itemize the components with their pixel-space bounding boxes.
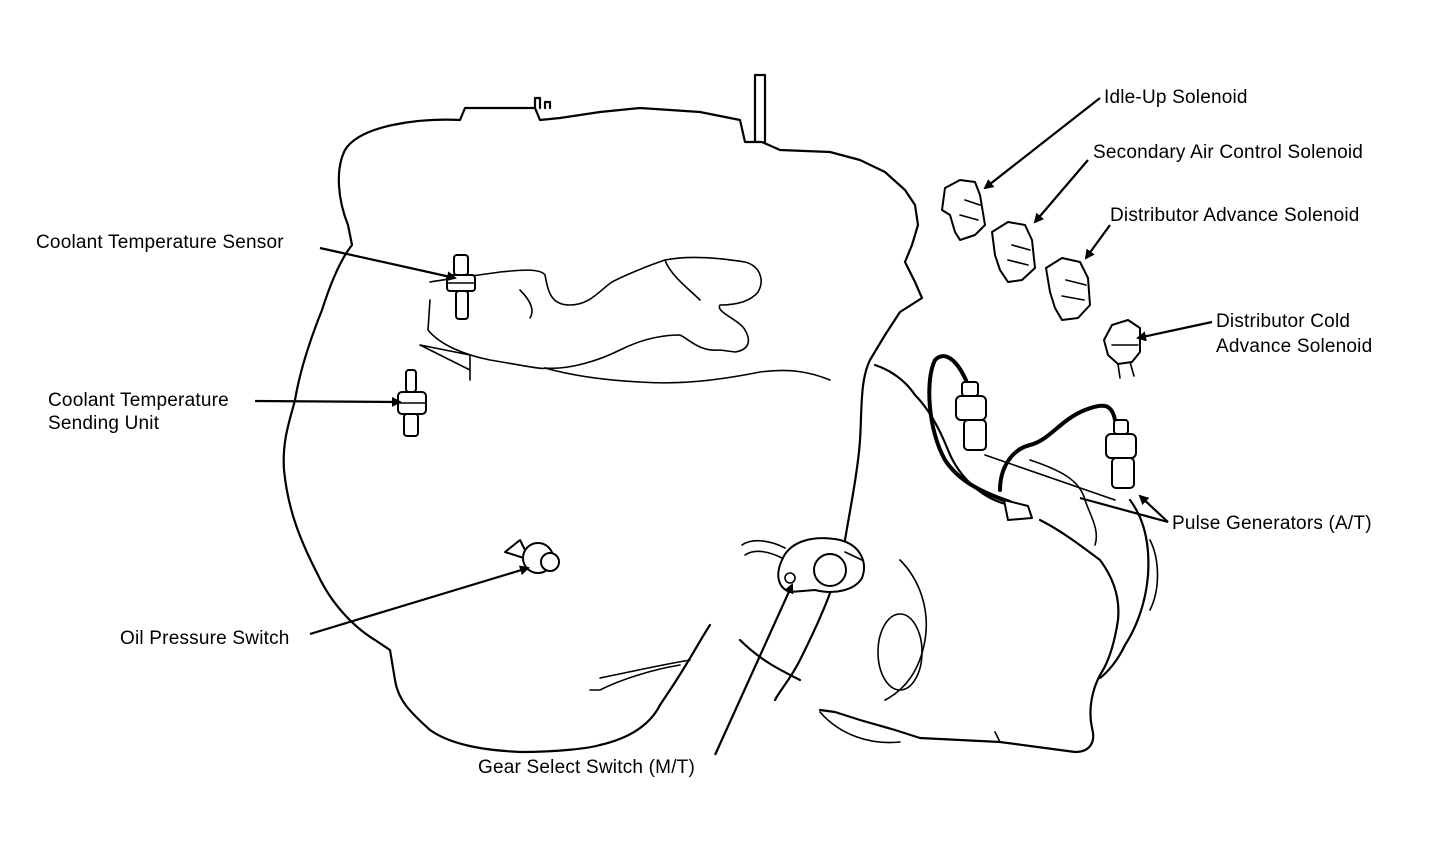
oil-pressure-switch bbox=[504, 539, 560, 574]
coolant-sending-unit-label-line1: Coolant Temperature bbox=[48, 390, 229, 411]
coolant-temperature-sensor-label: Coolant Temperature Sensor bbox=[36, 232, 284, 253]
coolant-temperature-sensor bbox=[446, 254, 476, 320]
coolant-sending-unit-label-line2: Sending Unit bbox=[48, 413, 160, 434]
idle-up-solenoid-label: Idle-Up Solenoid bbox=[1104, 87, 1248, 108]
oil-pressure-switch-label: Oil Pressure Switch bbox=[120, 628, 290, 649]
distributor-cold-advance-solenoid bbox=[1103, 319, 1141, 379]
distributor-advance-solenoid-label: Distributor Advance Solenoid bbox=[1110, 205, 1360, 226]
gear-select-switch-label: Gear Select Switch (M/T) bbox=[478, 757, 696, 778]
distributor-cold-label-line2: Advance Solenoid bbox=[1216, 336, 1373, 357]
secondary-air-control-solenoid-label: Secondary Air Control Solenoid bbox=[1093, 142, 1364, 163]
leader-lines bbox=[254, 97, 1213, 756]
gear-select-switch bbox=[741, 537, 865, 593]
distributor-cold-label-line1: Distributor Cold bbox=[1216, 311, 1351, 332]
idle-up-solenoid bbox=[941, 179, 986, 241]
pulse-generators bbox=[927, 354, 1137, 521]
distributor-advance-solenoid bbox=[1045, 257, 1091, 321]
secondary-air-control-solenoid bbox=[991, 221, 1036, 283]
coolant-temperature-sending-unit bbox=[397, 369, 427, 437]
pulse-generators-label: Pulse Generators (A/T) bbox=[1172, 513, 1372, 534]
